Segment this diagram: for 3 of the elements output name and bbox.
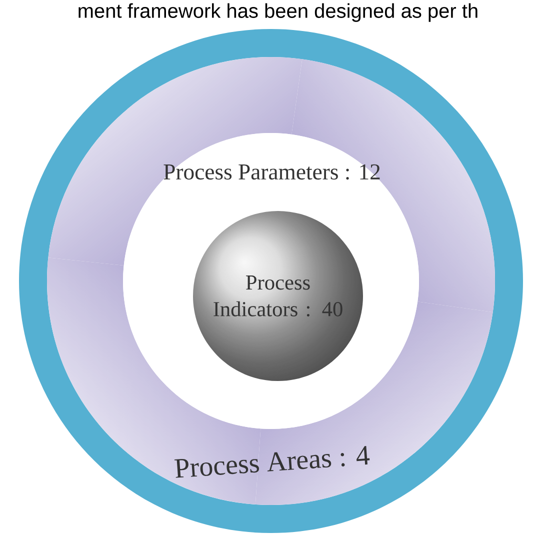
node-label: Process Areas : 4 bbox=[174, 446, 370, 478]
sentence-fragment: ment framework has been designed as per th bbox=[78, 3, 478, 22]
sphere: Process Indicators : 40 bbox=[214, 276, 342, 316]
